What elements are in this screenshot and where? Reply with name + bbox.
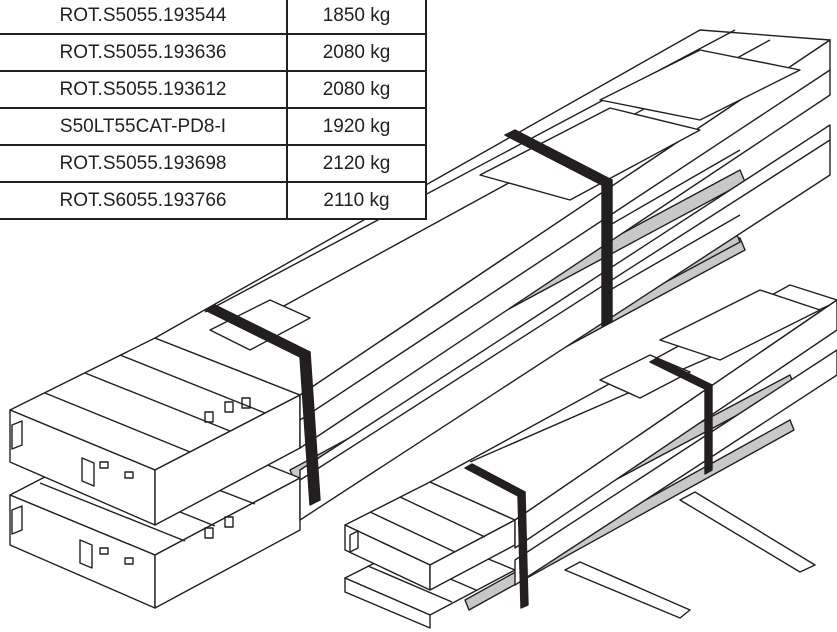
table-row: ROT.S5055.193636 2080 kg [0, 34, 427, 72]
small-frame-side [514, 299, 837, 549]
end-plate [349, 530, 359, 553]
end-plate [11, 420, 23, 450]
small-stack [344, 284, 837, 629]
plate-hatch [659, 289, 821, 361]
model-cell: ROT.S5055.193544 [0, 0, 288, 35]
mid-frame-side [299, 124, 831, 521]
end-plate [81, 457, 95, 487]
weight-table: ROT.S5055.193544 1850 kg ROT.S5055.19363… [0, 0, 427, 220]
large-stack [9, 29, 831, 609]
strap [704, 384, 713, 475]
model-cell: ROT.S5055.193636 [0, 34, 288, 72]
small-mid-side [514, 349, 837, 586]
table-row: ROT.S6055.193766 2110 kg [0, 182, 427, 220]
fork-tine [679, 491, 816, 573]
table-row: ROT.S5055.193698 2120 kg [0, 145, 427, 183]
plate-hatch [209, 299, 311, 351]
weight-cell: 2120 kg [287, 145, 427, 183]
end-plate [11, 505, 23, 535]
weight-cell: 2080 kg [287, 71, 427, 109]
bottom-unit-side [154, 477, 301, 609]
weight-cell: 1850 kg [287, 0, 427, 35]
model-cell: ROT.S5055.193698 [0, 145, 288, 183]
model-cell: ROT.S6055.193766 [0, 182, 288, 220]
small-bottom-front [344, 577, 431, 629]
model-cell: ROT.S5055.193612 [0, 71, 288, 109]
fork-tine [564, 561, 691, 619]
plate-hatch [599, 49, 801, 121]
strap [299, 351, 321, 506]
weight-cell: 1920 kg [287, 108, 427, 146]
end-plate [79, 539, 93, 569]
weight-cell: 2110 kg [287, 182, 427, 220]
strap [601, 179, 613, 327]
table-row: ROT.S5055.193612 2080 kg [0, 71, 427, 109]
table-row: S50LT55CAT-PD8-I 1920 kg [0, 108, 427, 146]
table-row: ROT.S5055.193544 1850 kg [0, 0, 427, 35]
weight-cell: 2080 kg [287, 34, 427, 72]
long-frame-side [299, 39, 831, 449]
model-cell: S50LT55CAT-PD8-I [0, 108, 288, 146]
strap [517, 491, 529, 609]
plate-hatch [479, 107, 701, 201]
